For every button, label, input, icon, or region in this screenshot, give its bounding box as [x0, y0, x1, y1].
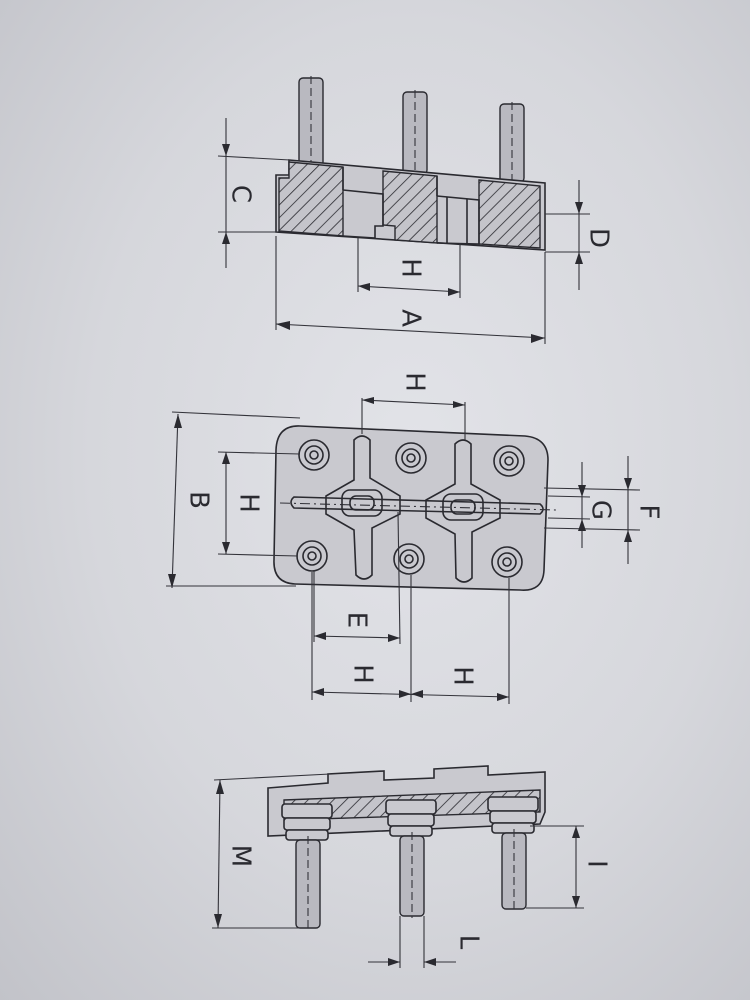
- dimensions-plan: H B H E H H: [166, 372, 664, 704]
- label-H-plan-bottom-2: H: [448, 666, 478, 686]
- label-E: E: [342, 612, 372, 628]
- label-G: G: [586, 500, 616, 520]
- label-L: L: [454, 935, 484, 950]
- section-view-top: [275, 76, 546, 251]
- dimensions-bottom: M I L: [212, 773, 612, 968]
- bridge-left: [325, 435, 401, 580]
- label-D: D: [584, 228, 614, 248]
- label-H-top: H: [396, 258, 426, 278]
- label-H-plan-bottom-1: H: [348, 664, 378, 684]
- label-H-plan-left: H: [234, 493, 264, 513]
- label-I: I: [582, 860, 612, 868]
- dimensions-top: C D H A: [217, 118, 614, 344]
- centre-slot: [290, 496, 544, 515]
- section-view-bottom: [267, 765, 546, 930]
- plate-outline: [273, 425, 549, 591]
- label-M: M: [226, 845, 256, 867]
- plan-view: [273, 425, 557, 591]
- label-B: B: [184, 491, 214, 509]
- label-A: A: [396, 309, 426, 327]
- label-H-plan-top: H: [400, 372, 430, 392]
- label-F: F: [634, 505, 664, 520]
- label-C: C: [226, 185, 256, 203]
- bridge-right: [425, 439, 501, 583]
